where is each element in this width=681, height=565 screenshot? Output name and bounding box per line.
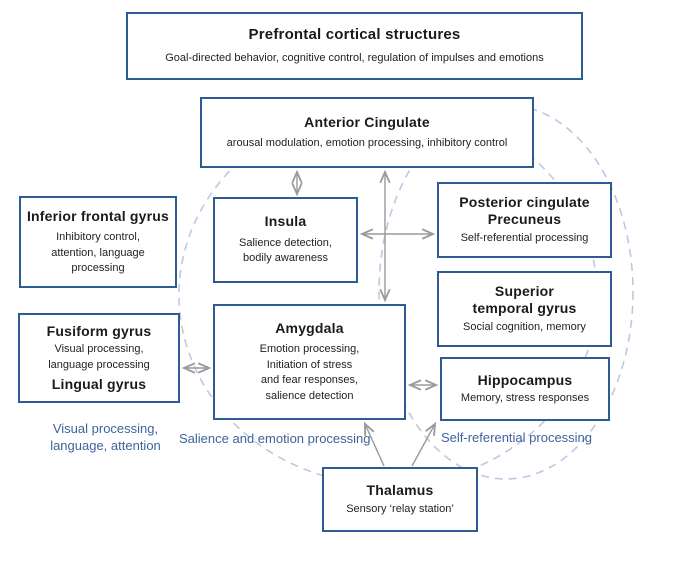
box-subtitle: Visual processing, language processing <box>48 343 150 371</box>
box-title: Fusiform gyrus <box>46 322 152 339</box>
label-self-referential-network: Self-referential processing <box>441 430 593 445</box>
box-title: Posterior cingulate Precuneus <box>459 193 590 228</box>
box-title: Amygdala <box>275 319 344 336</box>
box-subtitle: Social cognition, memory <box>463 320 586 333</box>
box-title: Thalamus <box>366 481 434 498</box>
box-fusiform-lingual-gyrus: Fusiform gyrus Visual processing, langua… <box>18 313 180 403</box>
box-subtitle: Self-referential processing <box>460 231 589 244</box>
box-title: Superior temporal gyrus <box>472 282 577 317</box>
box-title-lingual-gyrus: Lingual gyrus <box>51 376 147 393</box>
box-title: Hippocampus <box>477 371 573 388</box>
box-subtitle: Emotion processing, Initiation of stress… <box>259 343 360 402</box>
label-salience-emotion-network: Salience and emotion processing <box>179 431 371 446</box>
box-posterior-cingulate-precuneus: Posterior cingulate Precuneus Self-refer… <box>437 182 612 258</box>
box-subtitle: Memory, stress responses <box>460 392 590 405</box>
arrow-thalamus-hippocampus <box>411 421 437 467</box>
box-hippocampus: Hippocampus Memory, stress responses <box>440 357 610 421</box>
box-superior-temporal-gyrus: Superior temporal gyrus Social cognition… <box>437 271 612 347</box>
box-subtitle: Sensory ‘relay station’ <box>346 503 454 516</box>
box-insula: Insula Salience detection, bodily awaren… <box>213 197 358 283</box>
box-subtitle: Inhibitory control, attention, language … <box>51 231 145 274</box>
box-title: Inferior frontal gyrus <box>26 207 170 224</box>
box-subtitle: arousal modulation, emotion processing, … <box>226 137 508 150</box>
box-subtitle: Goal-directed behavior, cognitive contro… <box>165 51 544 64</box>
box-anterior-cingulate: Anterior Cingulate arousal modulation, e… <box>200 97 534 168</box>
box-title: Anterior Cingulate <box>304 113 430 130</box>
label-visual-processing-network: Visual processing, language, attention <box>50 421 161 453</box>
box-title: Insula <box>264 213 307 230</box>
box-thalamus: Thalamus Sensory ‘relay station’ <box>322 467 478 532</box>
box-inferior-frontal-gyrus: Inferior frontal gyrus Inhibitory contro… <box>19 196 177 288</box>
box-prefrontal-cortical-structures: Prefrontal cortical structures Goal-dire… <box>126 12 583 80</box>
box-subtitle: Salience detection, bodily awareness <box>239 236 332 265</box>
box-amygdala: Amygdala Emotion processing, Initiation … <box>213 304 406 420</box>
box-title: Prefrontal cortical structures <box>248 25 461 43</box>
